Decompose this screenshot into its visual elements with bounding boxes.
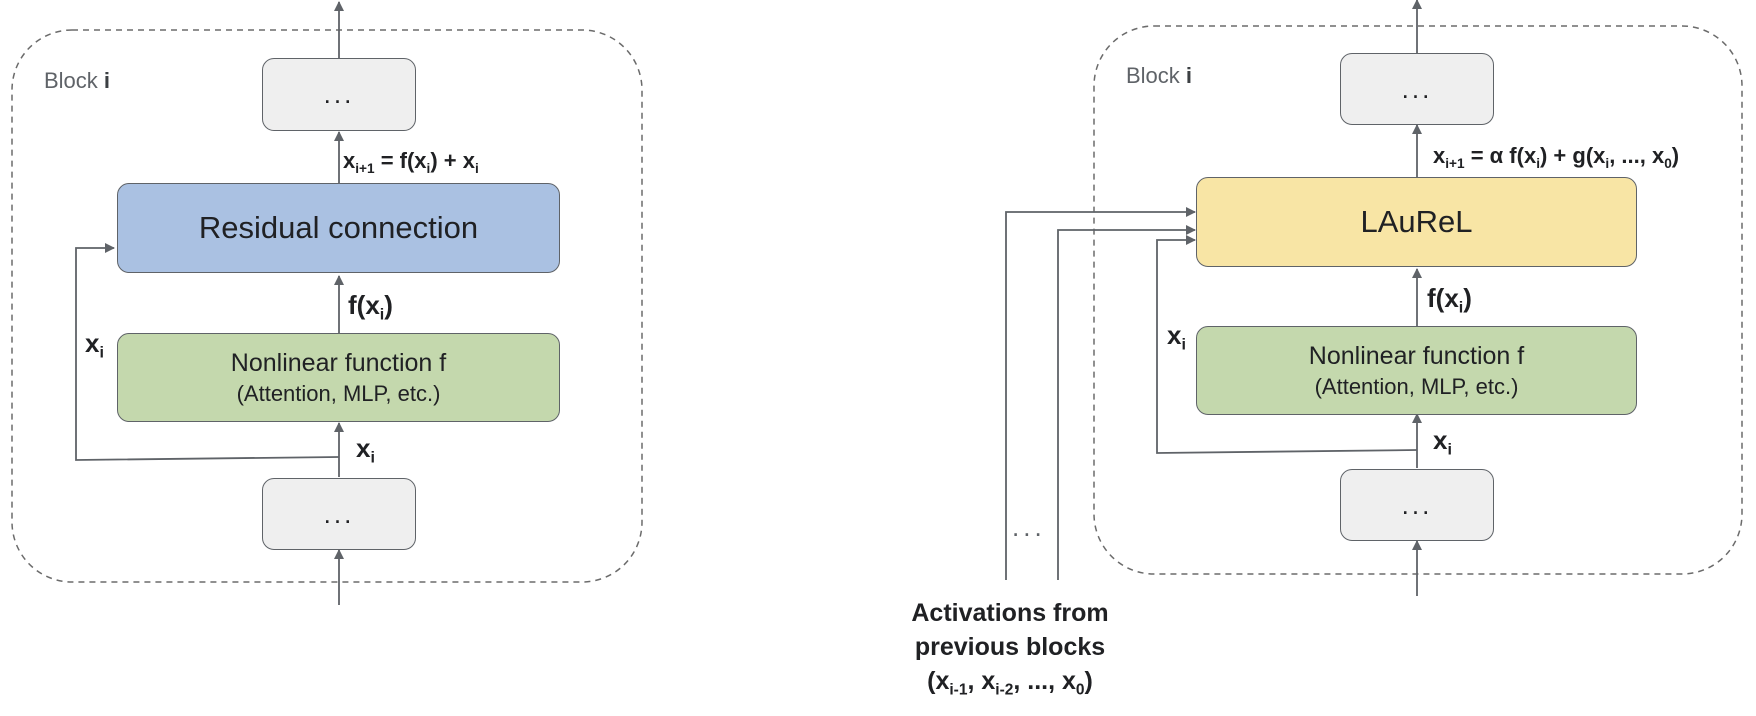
- left-skip-connection: [75, 243, 340, 461]
- right-block-title: Block i: [1126, 63, 1192, 89]
- left-skip-label: xi: [85, 328, 104, 362]
- right-skip-label: xi: [1167, 320, 1186, 354]
- left-top-placeholder-box: ...: [262, 58, 416, 131]
- laurel-label: LAuReL: [1360, 204, 1473, 239]
- left-bottom-placeholder-text: ...: [323, 498, 355, 529]
- left-block-index: i: [103, 68, 111, 93]
- right-nonlinear-function-box: Nonlinear function f (Attention, MLP, et…: [1196, 326, 1637, 415]
- left-xi-label: xi: [356, 433, 375, 467]
- right-block-frame: [1093, 25, 1743, 575]
- right-bottom-placeholder-text: ...: [1401, 489, 1433, 520]
- residual-connection-label: Residual connection: [198, 210, 479, 245]
- left-bottom-placeholder-box: ...: [262, 478, 416, 550]
- laurel-box: LAuReL: [1196, 177, 1637, 267]
- left-block-title: Block i: [44, 68, 110, 94]
- left-nonlinear-title: Nonlinear function f: [230, 348, 447, 377]
- right-nonlinear-title: Nonlinear function f: [1308, 341, 1525, 370]
- right-top-placeholder-text: ...: [1401, 73, 1433, 104]
- left-block-frame: [11, 29, 643, 583]
- caption-line-1: Activations from: [911, 599, 1109, 627]
- right-top-placeholder-box: ...: [1340, 53, 1494, 125]
- right-nonlinear-subtitle: (Attention, MLP, etc.): [1314, 373, 1519, 399]
- left-output-equation: xi+1 = f(xi) + xi: [343, 148, 479, 176]
- previous-activations-ellipsis: ...: [1012, 512, 1046, 542]
- right-fx-label: f(xi): [1427, 283, 1472, 317]
- right-block-index: i: [1185, 63, 1193, 88]
- right-xi-label: xi: [1433, 425, 1452, 459]
- previous-activation-wire-1: [1005, 207, 1196, 580]
- right-block-label: Block: [1126, 63, 1180, 88]
- left-nonlinear-function-box: Nonlinear function f (Attention, MLP, et…: [117, 333, 560, 422]
- left-block-label: Block: [44, 68, 98, 93]
- right-bottom-placeholder-box: ...: [1340, 469, 1494, 541]
- right-skip-connection: [1156, 235, 1418, 454]
- left-fx-label: f(xi): [348, 290, 393, 324]
- left-top-placeholder-text: ...: [323, 79, 355, 109]
- residual-connection-box: Residual connection: [117, 183, 560, 273]
- previous-activations-caption: Activations from previous blocks (xi-1, …: [860, 596, 1160, 698]
- left-nonlinear-subtitle: (Attention, MLP, etc.): [236, 380, 441, 406]
- previous-activation-wire-2: [1057, 225, 1196, 580]
- caption-line-3: (xi-1, xi-2, ..., x0): [927, 667, 1093, 699]
- caption-line-2: previous blocks: [914, 633, 1106, 661]
- right-output-equation: xi+1 = α f(xi) + g(xi, ..., x0): [1433, 143, 1680, 171]
